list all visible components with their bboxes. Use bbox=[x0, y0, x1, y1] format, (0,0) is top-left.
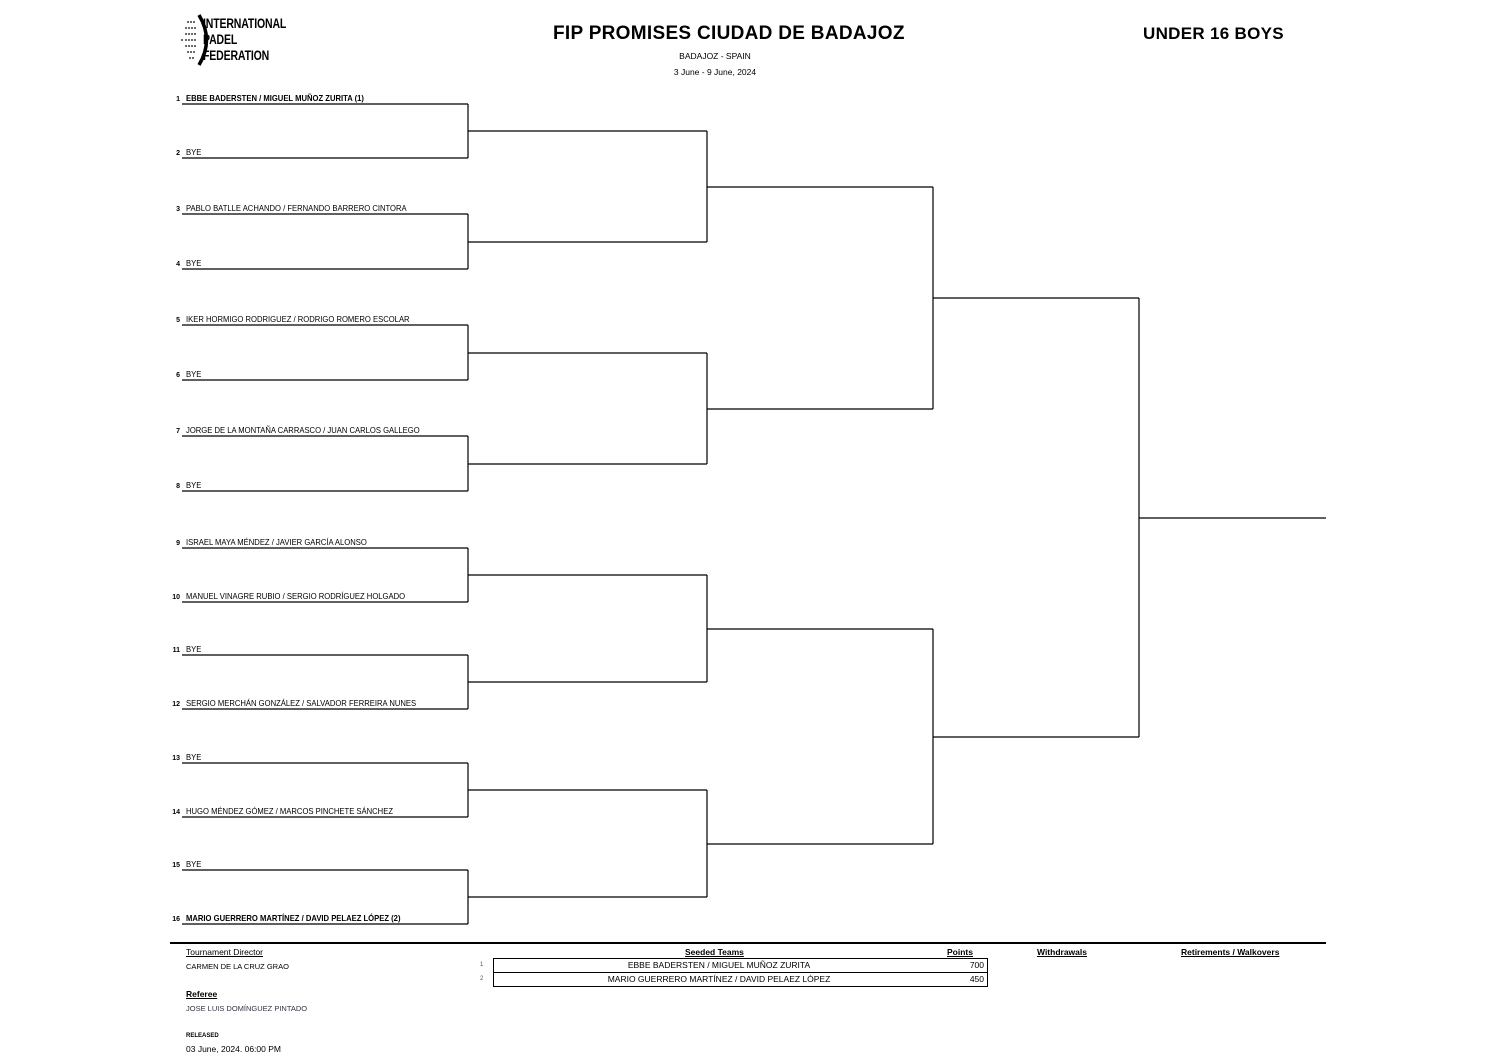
logo-line: INTERNATIONAL bbox=[203, 16, 287, 31]
draw-position: 3 bbox=[176, 206, 180, 213]
draw-position: 15 bbox=[172, 862, 180, 869]
draw-position: 12 bbox=[172, 701, 180, 708]
draw-position: 10 bbox=[172, 594, 180, 601]
draw-position: 8 bbox=[176, 483, 180, 490]
seeded-team: EBBE BADERSTEN / MIGUEL MUÑOZ ZURITA bbox=[627, 960, 811, 970]
draw-position: 11 bbox=[172, 647, 180, 654]
withdrawals-label: Withdrawals bbox=[1037, 947, 1087, 957]
draw-entry: PABLO BATLLE ACHANDO / FERNANDO BARRERO … bbox=[186, 203, 407, 213]
seeded-team: MARIO GUERRERO MARTÍNEZ / DAVID PELAEZ L… bbox=[607, 974, 831, 984]
draw-position: 13 bbox=[172, 755, 180, 762]
seeded-row: MARIO GUERRERO MARTÍNEZ / DAVID PELAEZ L… bbox=[494, 972, 987, 986]
tournament-title: FIP PROMISES CIUDAD DE BADAJOZ bbox=[553, 23, 905, 44]
draw-entry: BYE bbox=[186, 147, 202, 157]
director-name: CARMEN DE LA CRUZ GRAO bbox=[186, 962, 289, 971]
draw-entry: BYE bbox=[186, 644, 202, 654]
seeded-points: 450 bbox=[969, 974, 984, 984]
released-date: 03 June, 2024. 06:00 PM bbox=[186, 1044, 281, 1054]
category-title: UNDER 16 BOYS bbox=[1143, 24, 1284, 43]
seeded-teams-table: EBBE BADERSTEN / MIGUEL MUÑOZ ZURITA 700… bbox=[493, 958, 988, 987]
director-label: Tournament Director bbox=[186, 947, 264, 957]
draw-entry: HUGO MÉNDEZ GÓMEZ / MARCOS PINCHETE SÁNC… bbox=[186, 806, 393, 816]
draw-position: 1 bbox=[176, 96, 180, 103]
seeded-teams-label: Seeded Teams bbox=[685, 947, 744, 957]
referee-name: JOSE LUIS DOMÍNGUEZ PINTADO bbox=[186, 1004, 308, 1013]
footer-divider bbox=[170, 942, 1326, 944]
logo-line: FEDERATION bbox=[203, 48, 270, 63]
draw-entry: BYE bbox=[186, 480, 202, 490]
draw-position: 9 bbox=[176, 540, 180, 547]
draw-entry: BYE bbox=[186, 258, 202, 268]
tournament-dates: 3 June - 9 June, 2024 bbox=[673, 67, 757, 77]
draw-entry: BYE bbox=[186, 369, 202, 379]
draw-position: 5 bbox=[176, 317, 180, 324]
draw-entry: IKER HORMIGO RODRIGUEZ / RODRIGO ROMERO … bbox=[186, 314, 410, 324]
logo-text: INTERNATIONAL PADEL FEDERATION bbox=[203, 16, 286, 64]
draw-entry: MARIO GUERRERO MARTÍNEZ / DAVID PELAEZ L… bbox=[186, 913, 401, 923]
referee-label: Referee bbox=[186, 989, 218, 999]
draw-entry: BYE bbox=[186, 859, 202, 869]
released-label: RELEASED bbox=[186, 1033, 219, 1039]
draw-position: 4 bbox=[176, 261, 180, 268]
draw-position: 16 bbox=[172, 916, 180, 923]
seeded-points: 700 bbox=[969, 960, 984, 970]
seed-index: 2 bbox=[480, 976, 484, 982]
draw-position: 2 bbox=[176, 150, 180, 157]
draw-entry: MANUEL VINAGRE RUBIO / SERGIO RODRÍGUEZ … bbox=[186, 591, 406, 601]
draw-entry: EBBE BADERSTEN / MIGUEL MUÑOZ ZURITA (1) bbox=[186, 93, 364, 103]
draw-entry: BYE bbox=[186, 752, 202, 762]
draw-position: 7 bbox=[176, 428, 180, 435]
tournament-location: BADAJOZ - SPAIN bbox=[679, 51, 751, 61]
seeded-row: EBBE BADERSTEN / MIGUEL MUÑOZ ZURITA 700 bbox=[494, 959, 987, 972]
draw-entry: SERGIO MERCHÁN GONZÁLEZ / SALVADOR FERRE… bbox=[186, 698, 417, 708]
points-label: Points bbox=[947, 947, 973, 957]
seed-index: 1 bbox=[480, 962, 484, 968]
logo-line: PADEL bbox=[203, 32, 238, 47]
draw-entry: ISRAEL MAYA MÉNDEZ / JAVIER GARCÍA ALONS… bbox=[186, 537, 367, 547]
draw-position: 6 bbox=[176, 372, 180, 379]
retirements-label: Retirements / Walkovers bbox=[1181, 947, 1280, 957]
draw-position: 14 bbox=[172, 809, 180, 816]
draw-entry: JORGE DE LA MONTAÑA CARRASCO / JUAN CARL… bbox=[186, 425, 420, 435]
fip-logo bbox=[181, 14, 209, 66]
